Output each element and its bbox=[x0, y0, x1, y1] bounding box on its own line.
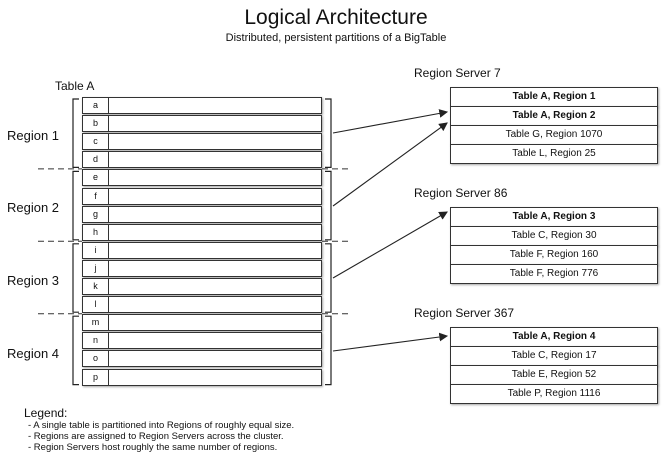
row-key: i bbox=[83, 242, 109, 258]
table-row: i bbox=[82, 241, 322, 259]
row-key: p bbox=[83, 369, 109, 385]
table-row: a bbox=[82, 97, 322, 114]
legend-item-3: - Region Servers host roughly the same n… bbox=[28, 442, 278, 453]
row-key: l bbox=[83, 297, 109, 313]
row-key: k bbox=[83, 279, 109, 294]
table-row: p bbox=[82, 368, 322, 386]
row-key: j bbox=[83, 260, 109, 276]
assignment-arrow bbox=[332, 109, 449, 134]
row-key: g bbox=[83, 206, 109, 222]
table-row: l bbox=[82, 296, 322, 314]
table-label: Table A bbox=[55, 79, 95, 93]
region-bracket-right bbox=[325, 315, 332, 386]
row-key: c bbox=[83, 134, 109, 150]
region-bracket-right bbox=[325, 243, 332, 313]
assignment-arrow bbox=[332, 122, 448, 207]
server-region-row: Table L, Region 25 bbox=[450, 144, 658, 164]
table-row: j bbox=[82, 259, 322, 277]
region-bracket-left bbox=[72, 170, 79, 241]
legend-title: Legend: bbox=[24, 406, 68, 420]
region-server-title: Region Server 367 bbox=[414, 306, 515, 320]
server-region-row: Table F, Region 776 bbox=[450, 264, 658, 284]
assignment-arrow bbox=[332, 332, 449, 352]
table-row: c bbox=[82, 133, 322, 151]
region-server-title: Region Server 7 bbox=[414, 66, 501, 80]
row-key: d bbox=[83, 152, 109, 168]
legend-item-2: - Regions are assigned to Region Servers… bbox=[28, 431, 284, 442]
table-row: d bbox=[82, 151, 322, 169]
region-bracket-right bbox=[325, 170, 332, 241]
table-row: e bbox=[82, 169, 322, 187]
diagram-subtitle: Distributed, persistent partitions of a … bbox=[225, 32, 447, 44]
table-row: n bbox=[82, 332, 322, 350]
region-label: Region 2 bbox=[7, 200, 60, 215]
region-bracket-left bbox=[72, 315, 79, 386]
region-bracket-left bbox=[72, 243, 79, 313]
row-key: m bbox=[83, 315, 109, 331]
row-key: h bbox=[83, 224, 109, 240]
row-key: f bbox=[83, 188, 109, 204]
assignment-arrow bbox=[332, 211, 448, 279]
table-row: k bbox=[82, 278, 322, 295]
region-server-title: Region Server 86 bbox=[414, 186, 508, 200]
region-label: Region 3 bbox=[7, 273, 60, 288]
row-key: n bbox=[83, 333, 109, 349]
legend-item-1: - A single table is partitioned into Reg… bbox=[28, 420, 295, 431]
row-key: a bbox=[83, 98, 109, 113]
table-row: b bbox=[82, 115, 322, 133]
table-row: f bbox=[82, 187, 322, 205]
region-bracket-right bbox=[325, 98, 332, 168]
row-key: e bbox=[83, 170, 109, 186]
region-bracket-left bbox=[72, 98, 79, 168]
table-row: g bbox=[82, 205, 322, 223]
row-key: b bbox=[83, 116, 109, 132]
table-row: h bbox=[82, 223, 322, 241]
table-row: o bbox=[82, 350, 322, 368]
region-label: Region 1 bbox=[7, 128, 60, 143]
region-label: Region 4 bbox=[7, 346, 60, 361]
diagram-title: Logical Architecture bbox=[244, 6, 428, 29]
row-key: o bbox=[83, 351, 109, 367]
table-row: m bbox=[82, 314, 322, 332]
server-region-row: Table P, Region 1116 bbox=[450, 384, 658, 404]
